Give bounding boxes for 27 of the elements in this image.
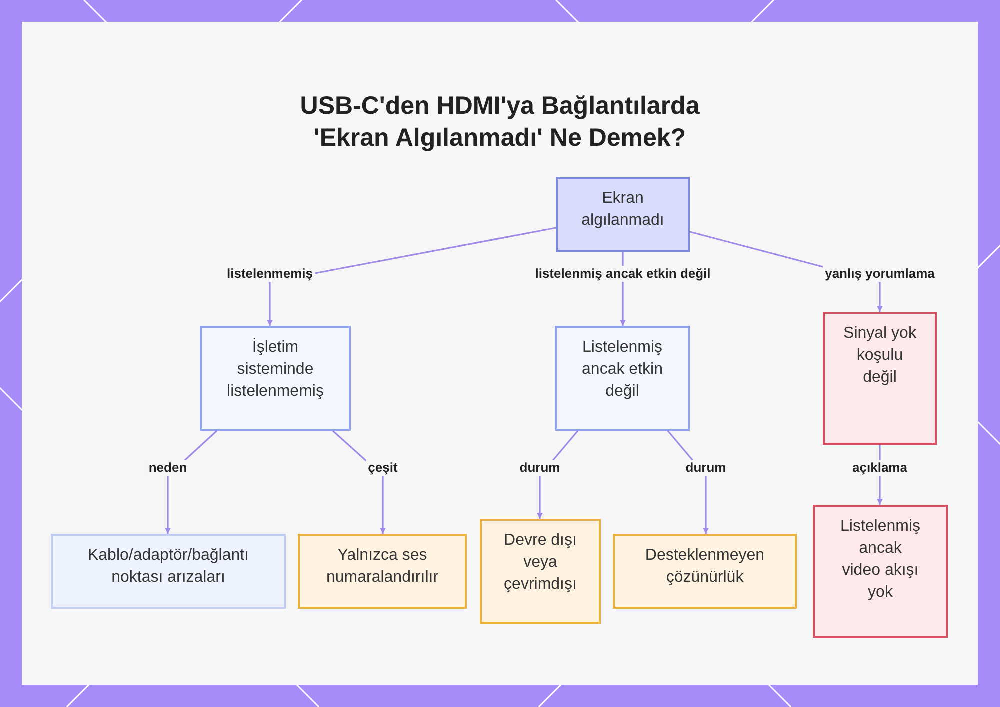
edge-label: yanlış yorumlama: [823, 266, 937, 282]
edge-label: neden: [146, 460, 190, 476]
node-text: Desteklenmeyen çözünürlük: [644, 546, 766, 588]
node-text: Devre dışı veya çevrimdışı: [503, 531, 578, 595]
edge-label: durum: [518, 460, 562, 476]
node-text: Listelenmiş ancak video akışı yok: [839, 517, 922, 603]
process-box: [480, 519, 601, 624]
process-box: [555, 326, 690, 431]
edge-label: listelenmemiş: [225, 266, 315, 282]
node-text: Sinyal yok koşulu değil: [842, 324, 918, 388]
process-box: [556, 177, 690, 252]
node-text: Ekran algılanmadı: [580, 189, 666, 231]
process-box: [51, 534, 286, 609]
edge-label: açıklama: [850, 460, 910, 476]
node-text: Kablo/adaptör/bağlantı noktası arızaları: [86, 546, 250, 588]
process-box: [298, 534, 467, 609]
process-box: [823, 312, 937, 445]
process-box: [813, 505, 948, 638]
node-text: Yalnızca ses numaralandırılır: [325, 546, 440, 588]
edge-label: çeşit: [366, 460, 400, 476]
edge-label: listelenmiş ancak etkin değil: [533, 266, 713, 282]
node-text: İşletim sisteminde listelenmemiş: [226, 337, 325, 402]
edge-label: durum: [684, 460, 728, 476]
process-box: [613, 534, 797, 609]
diagram-title: USB-C'den HDMI'ya Bağlantılarda 'Ekran Algılanmadı' Ne Demek?: [299, 91, 701, 154]
process-box: [200, 326, 351, 431]
node-text: Listelenmiş ancak etkin değil: [581, 338, 664, 402]
